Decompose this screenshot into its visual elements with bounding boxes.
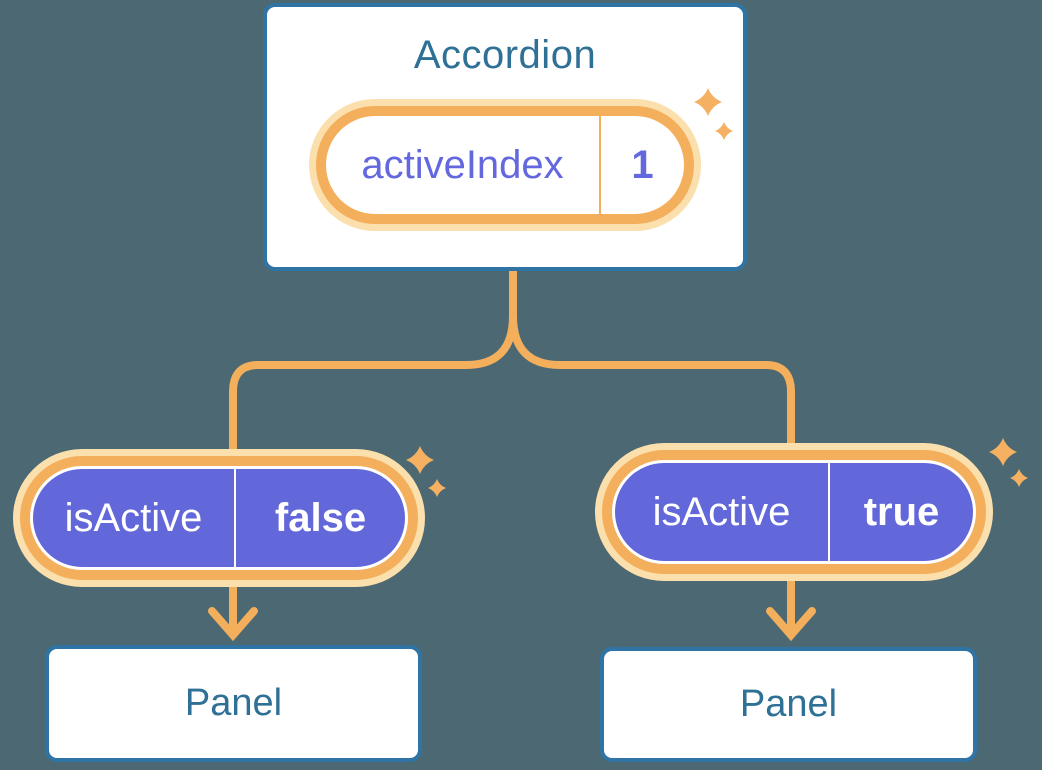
state-pill-activeindex: activeIndex 1: [316, 106, 694, 224]
prop-pill-isactive-true: isActive true: [612, 460, 976, 564]
panel-node-left: Panel: [45, 645, 422, 762]
panel-title: Panel: [184, 682, 283, 724]
prop-pill-value: false: [274, 495, 367, 540]
prop-pill-label: isActive: [64, 495, 203, 540]
panel-title: Panel: [739, 683, 838, 725]
sparkle-icon: [406, 446, 434, 474]
accordion-title: Accordion: [413, 33, 597, 77]
state-pill-label: activeIndex: [361, 142, 564, 187]
connector-branch-right: [509, 315, 795, 465]
prop-pill-isactive-false: isActive false: [30, 466, 408, 570]
state-pill-value: 1: [631, 142, 654, 187]
prop-pill-value: true: [863, 489, 940, 534]
pill-divider: [828, 463, 830, 561]
sparkle-icon: [428, 479, 446, 497]
prop-pill-label: isActive: [652, 489, 791, 534]
connector-branch-left: [229, 315, 517, 470]
arrow-down-icon: [208, 607, 258, 642]
pill-divider: [234, 469, 236, 567]
panel-node-right: Panel: [600, 647, 977, 762]
sparkle-icon: [989, 438, 1017, 466]
arrow-down-icon: [766, 607, 816, 642]
pill-divider: [599, 116, 601, 214]
sparkle-icon: [1010, 469, 1028, 487]
